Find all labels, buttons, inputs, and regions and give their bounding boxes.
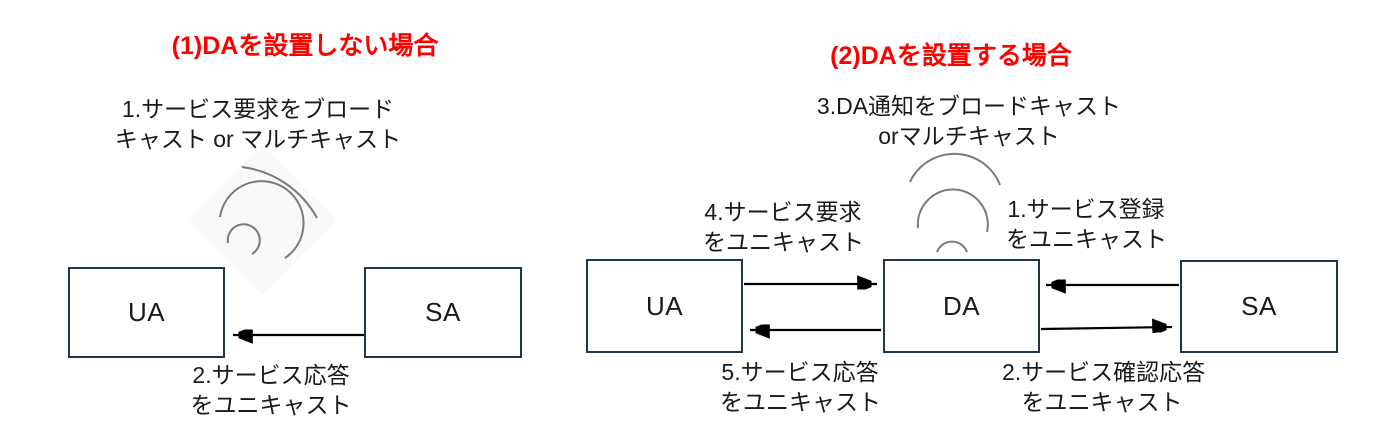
da-advert-label-line1: 3.DA通知をブロードキャスト: [816, 93, 1122, 119]
node-ua-left: UA: [68, 267, 225, 358]
left-response-label: 2.サービス応答 をユニキャスト: [171, 360, 371, 420]
node-ua-left-label: UA: [127, 297, 166, 327]
service-register-label: 1.サービス登録 をユニキャスト: [1006, 194, 1167, 254]
service-register-label-line1: 1.サービス登録: [1007, 196, 1165, 222]
node-sa-left: SA: [364, 267, 522, 358]
node-sa-right-label: SA: [1241, 291, 1277, 321]
left-response-label-line2: をユニキャスト: [190, 392, 352, 418]
service-response-label: 5.サービス応答 をユニキャスト: [720, 357, 881, 417]
service-response-label-line1: 5.サービス応答: [721, 359, 879, 385]
da-advert-label-line2: orマルチキャスト: [878, 123, 1060, 149]
service-ack-label-line1: 2.サービス確認応答: [1002, 359, 1206, 385]
service-request-label-line1: 4.サービス要求: [704, 199, 862, 225]
right-diagram-title: (2)DAを設置する場合: [830, 42, 1072, 70]
left-response-label-line1: 2.サービス応答: [192, 362, 350, 388]
node-ua-right-label: UA: [645, 290, 684, 321]
broadcast-waves-icon-right: [909, 152, 1001, 253]
service-register-label-line2: をユニキャスト: [1006, 226, 1167, 252]
service-ack-label: 2.サービス確認応答 をユニキャスト: [1002, 357, 1206, 417]
node-ua-right: UA: [586, 259, 743, 353]
arrow-da-to-sa: [1040, 327, 1173, 329]
left-broadcast-label-line2: キャスト or マルチキャスト: [114, 126, 402, 152]
left-broadcast-label-line1: 1.サービス要求をブロード: [121, 96, 395, 122]
service-request-label: 4.サービス要求 をユニキャスト: [703, 197, 864, 257]
service-ack-label-line2: をユニキャスト: [1021, 389, 1183, 415]
left-broadcast-label: 1.サービス要求をブロード キャスト or マルチキャスト: [98, 94, 418, 154]
node-da-label: DA: [942, 290, 981, 321]
node-da: DA: [883, 259, 1040, 353]
da-advert-label: 3.DA通知をブロードキャスト orマルチキャスト: [799, 91, 1139, 151]
node-sa-left-label: SA: [425, 297, 461, 327]
service-response-label-line2: をユニキャスト: [720, 389, 881, 415]
node-sa-right: SA: [1180, 260, 1338, 353]
left-diagram-title: (1)DAを設置しない場合: [171, 32, 439, 60]
service-request-label-line2: をユニキャスト: [703, 229, 864, 255]
